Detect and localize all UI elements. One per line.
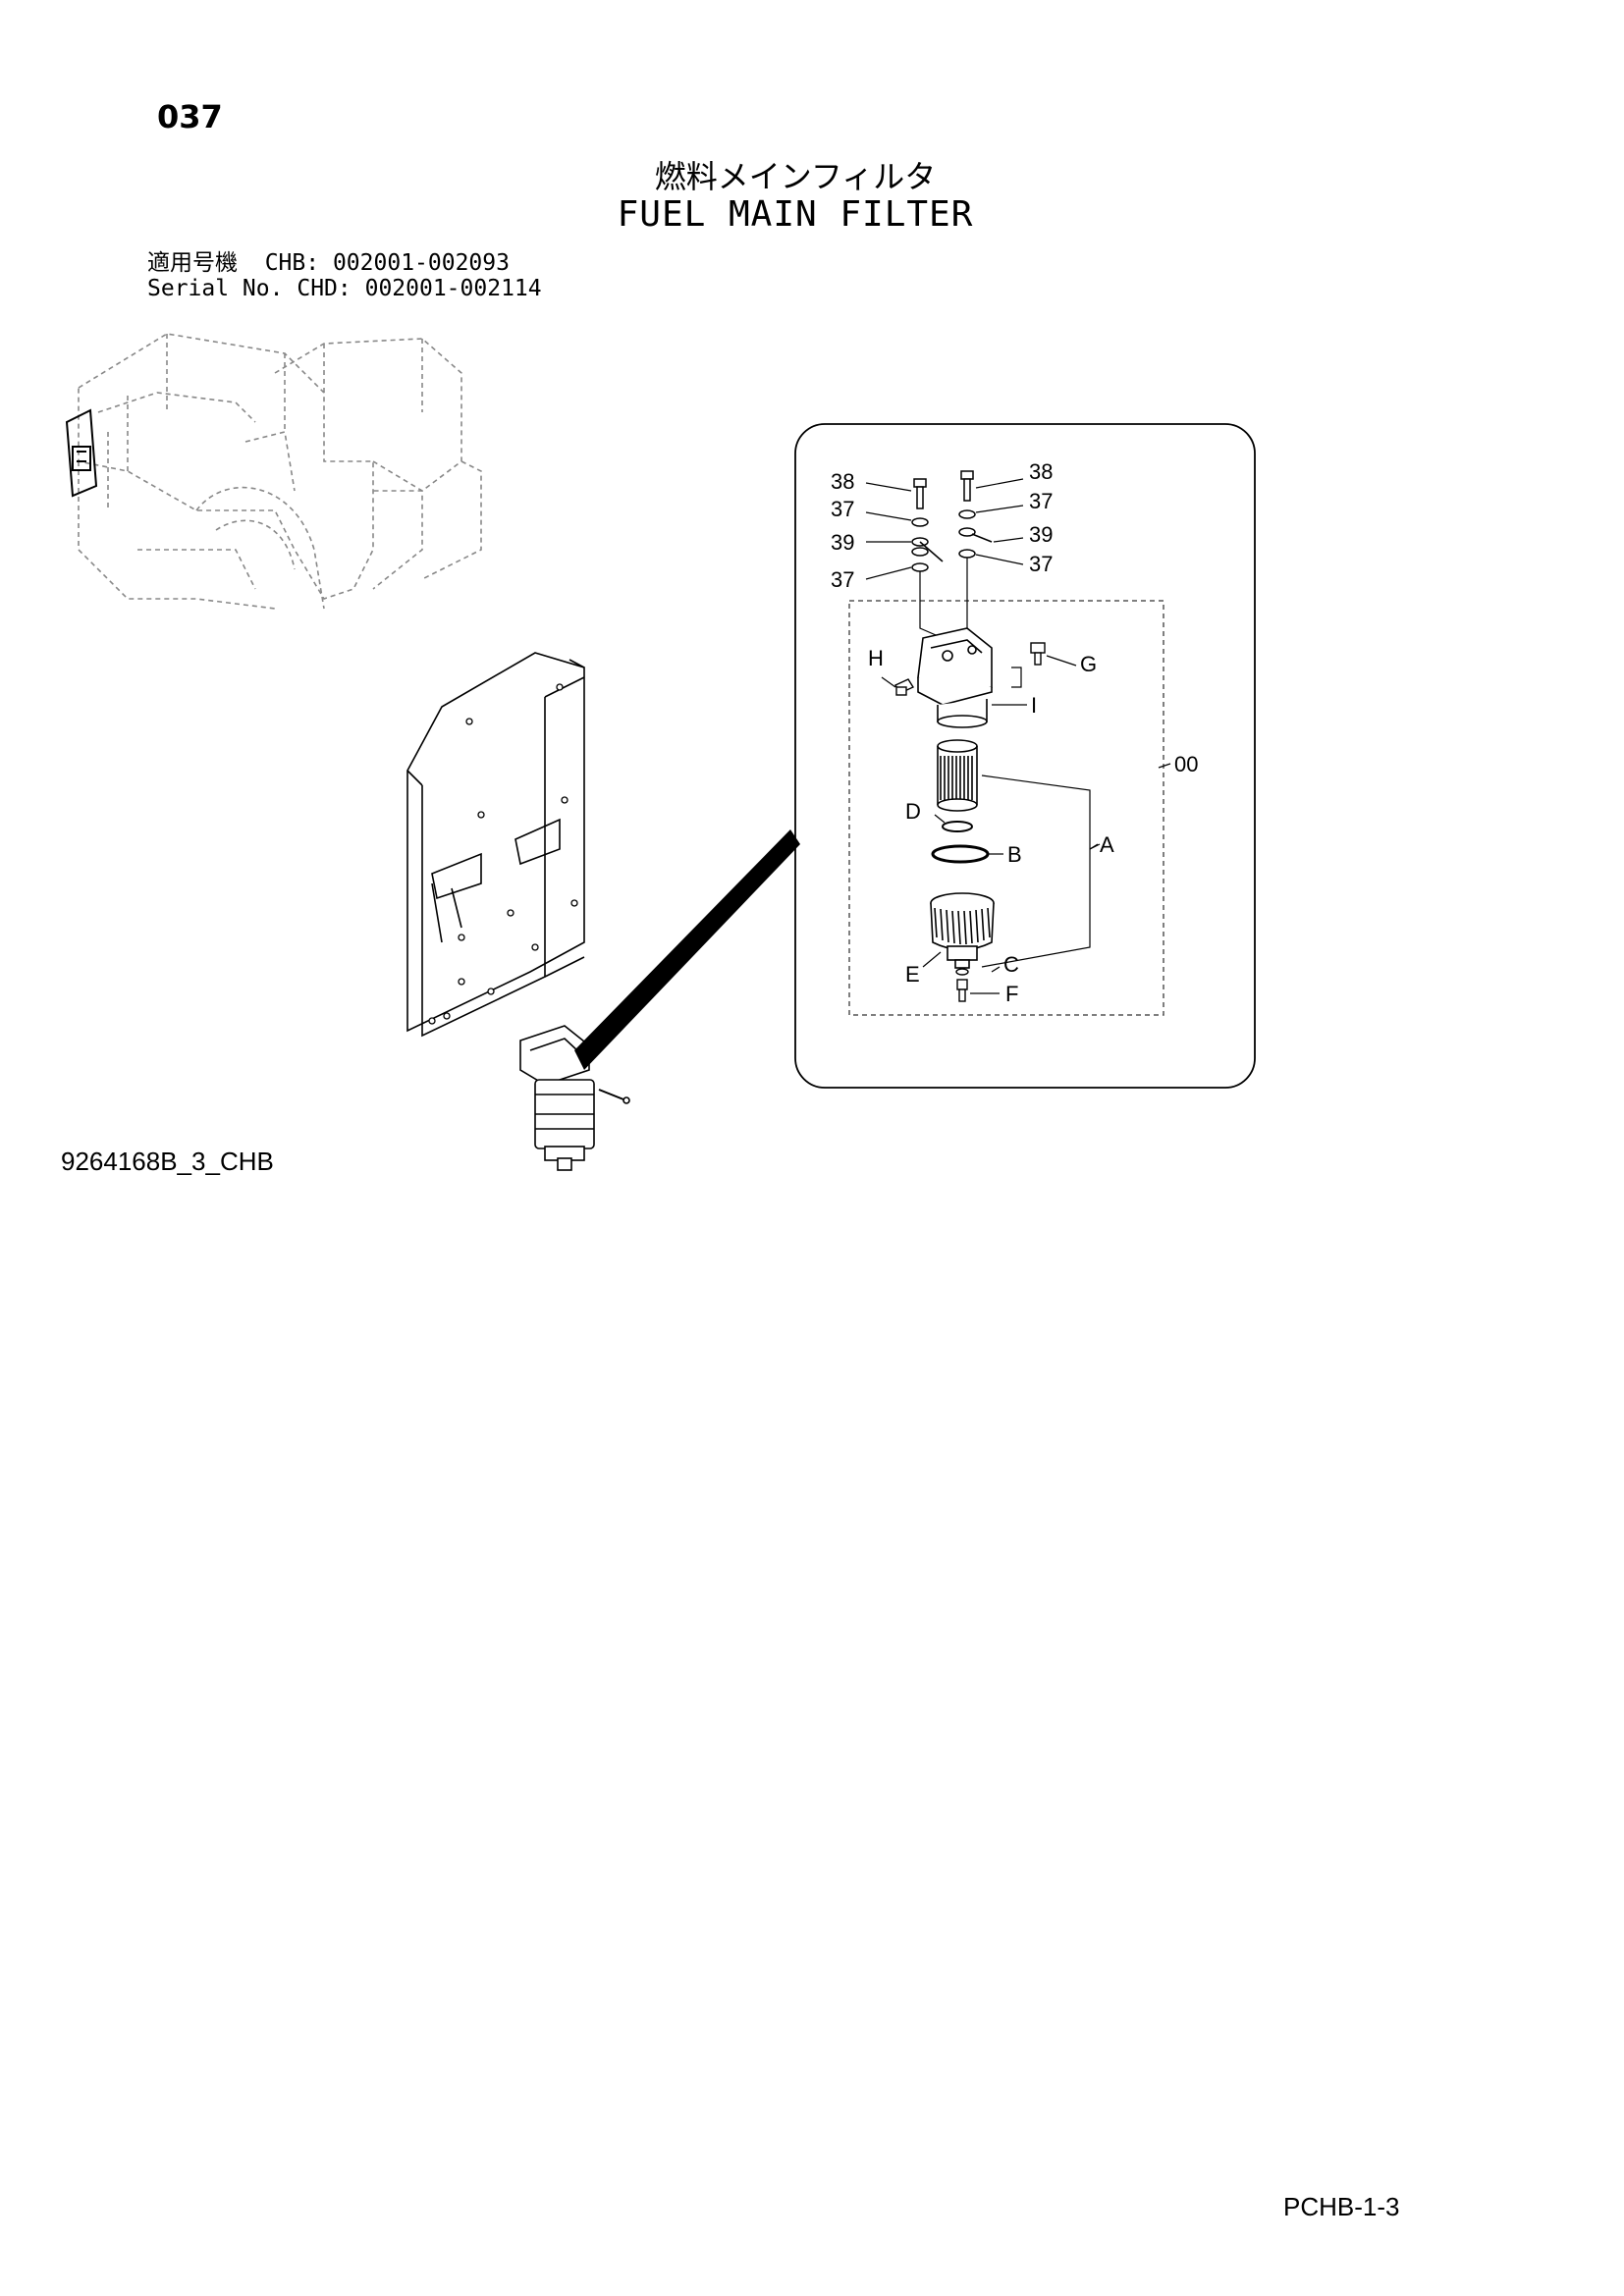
callout-37-right-upper: 37 xyxy=(1029,489,1053,513)
model-chd: CHD: xyxy=(297,276,352,301)
plate-holes xyxy=(428,683,578,1025)
callout-37-right-lower: 37 xyxy=(1029,552,1053,576)
right-fastener-stack xyxy=(958,470,993,559)
callout-f: F xyxy=(1005,982,1018,1006)
callout-labels: 38 37 39 37 38 37 39 37 H G I 00 D B A E… xyxy=(831,459,1198,1006)
callout-37-left-upper: 37 xyxy=(831,497,854,521)
o-ring-b xyxy=(931,844,990,864)
highlighted-filter-location xyxy=(65,408,98,498)
callout-b: B xyxy=(1007,842,1022,867)
drawing-code: 9264168B_3_CHB xyxy=(61,1147,274,1176)
mounted-filter xyxy=(519,1025,630,1171)
callout-39-right: 39 xyxy=(1029,522,1053,547)
page-number: 037 xyxy=(157,98,223,135)
callout-g: G xyxy=(1080,652,1097,676)
callout-38-left: 38 xyxy=(831,469,854,494)
callout-00: 00 xyxy=(1174,752,1198,776)
machine-overview xyxy=(78,333,482,610)
g-bracket xyxy=(1011,667,1022,688)
callout-a: A xyxy=(1100,832,1114,857)
mounting-plate xyxy=(406,652,585,1038)
title-english: FUEL MAIN FILTER xyxy=(617,194,974,235)
leader-wedge xyxy=(574,829,800,1070)
assembly-00-boundary xyxy=(848,600,1164,1016)
a-bracket xyxy=(981,774,1091,968)
serial-label-jp: 適用号機 xyxy=(147,250,238,276)
callout-38-right: 38 xyxy=(1029,459,1053,484)
detail-box xyxy=(794,423,1256,1089)
callout-37-left-lower: 37 xyxy=(831,567,854,592)
page-reference: PCHB-1-3 xyxy=(1283,2192,1400,2221)
plug-h xyxy=(893,678,915,696)
left-fastener-stack xyxy=(911,478,944,572)
serial-row-chb: 適用号機 CHB: 002001-002093 xyxy=(147,250,542,276)
drain-c-f xyxy=(955,968,969,1002)
filter-head xyxy=(917,627,993,728)
title-japanese: 燃料メインフィルタ xyxy=(654,158,937,195)
serial-label-en: Serial No. xyxy=(147,276,284,301)
model-chb: CHB: xyxy=(264,250,320,276)
filter-element xyxy=(937,739,978,812)
callout-h: H xyxy=(868,646,884,670)
callout-d: D xyxy=(905,799,921,824)
serial-applicability: 適用号機 CHB: 002001-002093 Serial No. CHD: … xyxy=(147,250,542,301)
callout-e: E xyxy=(905,962,920,987)
callout-c: C xyxy=(1003,952,1019,977)
bolt-g xyxy=(1030,642,1046,666)
filter-bowl-e xyxy=(930,892,995,969)
o-ring-d xyxy=(942,821,973,832)
range-chd: 002001-002114 xyxy=(364,276,542,301)
range-chb: 002001-002093 xyxy=(332,250,510,276)
callout-39-left: 39 xyxy=(831,530,854,555)
serial-row-chd: Serial No. CHD: 002001-002114 xyxy=(147,276,542,301)
callout-i: I xyxy=(1031,693,1037,718)
callout-leaders xyxy=(865,478,1171,994)
